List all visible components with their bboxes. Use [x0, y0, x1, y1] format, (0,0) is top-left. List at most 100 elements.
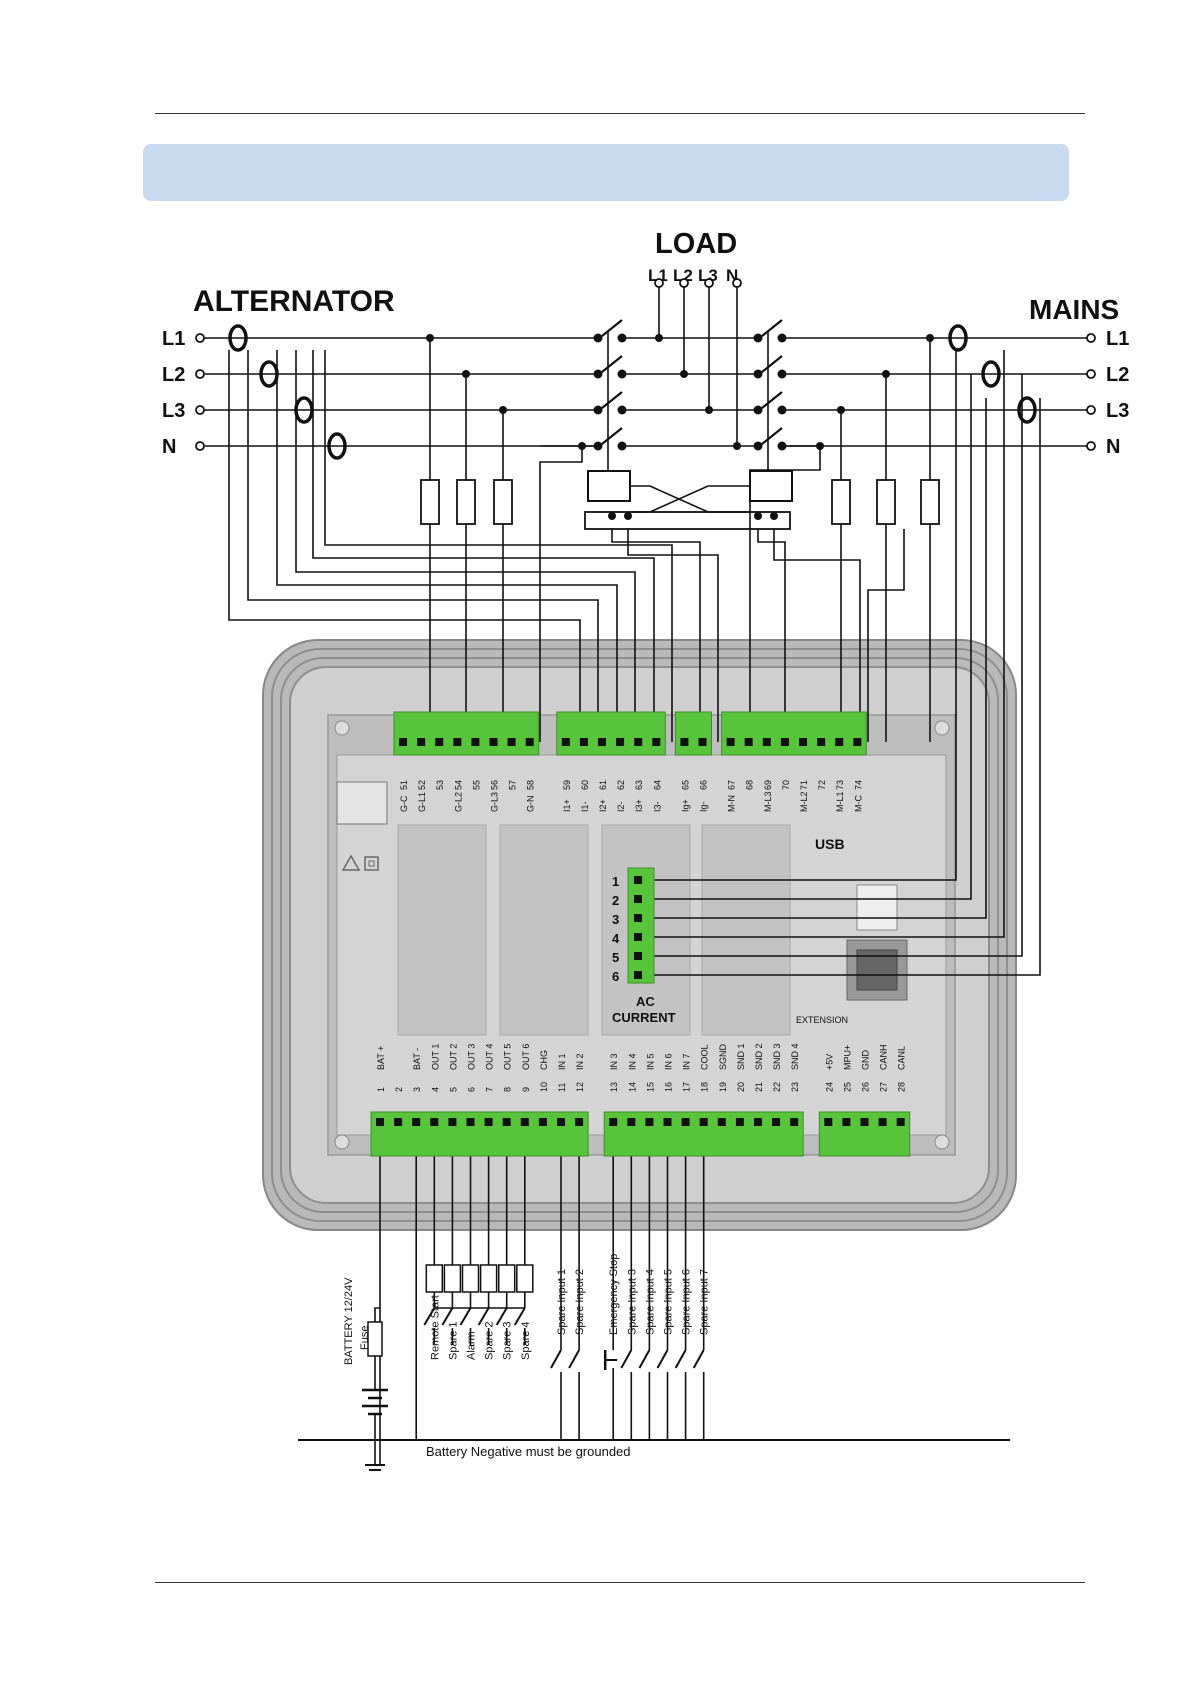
bottom-terminal-name: IN 1: [557, 1053, 567, 1070]
relay-coil: [443, 1264, 462, 1293]
output-switch-label: Spare 3: [502, 1321, 514, 1360]
input-switch: [692, 1349, 705, 1369]
top-terminal-number: 51: [399, 780, 409, 790]
bottom-terminal-name: +5V: [824, 1054, 834, 1070]
top-terminal-screw: [489, 738, 498, 746]
bottom-terminal-number: 9: [521, 1087, 531, 1092]
current-transformer: [259, 360, 279, 388]
top-terminal-number: 74: [853, 780, 863, 790]
usb-label: USB: [815, 836, 845, 852]
load-title: LOAD: [655, 228, 737, 260]
terminal-ring: [704, 278, 714, 288]
bottom-terminal-name: IN 6: [664, 1053, 674, 1070]
bottom-terminal-number: 12: [575, 1082, 585, 1092]
mc-contact: [753, 369, 763, 379]
bottom-terminal-screw: [824, 1118, 833, 1126]
section-banner: [143, 144, 1069, 201]
junction-dot: [770, 512, 778, 520]
wire: [867, 529, 905, 742]
mains-phase-label: L1: [1106, 328, 1129, 350]
fuse-m-l3: [831, 479, 851, 525]
ac-current-screw: [634, 876, 642, 884]
bottom-terminal-number: 27: [879, 1082, 889, 1092]
bottom-terminal-screw: [663, 1118, 672, 1126]
gc-blade: [601, 355, 623, 373]
bottom-terminal-screw: [681, 1118, 690, 1126]
ct-wire: [247, 350, 599, 742]
junction-dot: [499, 406, 507, 414]
ct-wire: [324, 350, 673, 742]
bottom-terminal-name: SND 2: [754, 1043, 764, 1070]
relay-coil: [516, 1264, 534, 1293]
bottom-terminal-name: OUT 6: [521, 1044, 531, 1070]
output-switch: [459, 1307, 472, 1326]
top-terminal-number: 72: [817, 780, 827, 790]
mc-contact: [777, 333, 787, 343]
gc-contact: [617, 405, 627, 415]
top-terminal-screw: [780, 738, 789, 746]
current-transformer: [981, 360, 1001, 388]
output-switch: [513, 1307, 526, 1326]
bottom-terminal-name: SND 4: [790, 1043, 800, 1070]
bottom-terminal-name: OUT 5: [503, 1044, 513, 1070]
current-transformer: [294, 396, 314, 424]
gc-contact: [593, 333, 603, 343]
bottom-terminal-name: OUT 1: [430, 1044, 440, 1070]
input-switch-label: Spare Input 3: [626, 1269, 638, 1335]
ac-current-pin-number: 1: [612, 874, 619, 889]
top-terminal-screw: [579, 738, 588, 746]
top-terminal-number: 70: [781, 780, 791, 790]
bottom-terminal-number: 2: [394, 1087, 404, 1092]
top-terminal-number: 54: [453, 780, 463, 790]
top-terminal-screw: [598, 738, 606, 746]
bottom-terminal-screw: [557, 1118, 565, 1126]
gc-contact: [617, 369, 627, 379]
extension-label: EXTENSION: [796, 1015, 848, 1025]
ac-current-pin-number: 6: [612, 969, 619, 984]
mains-title: MAINS: [1029, 294, 1119, 325]
bottom-terminal-number: 3: [412, 1087, 422, 1092]
top-terminal-name: M-L1: [835, 791, 845, 812]
gc-contact: [593, 405, 603, 415]
top-terminal-number: 63: [634, 780, 644, 790]
junction-dot: [462, 370, 470, 378]
top-terminal-name: I2-: [616, 801, 626, 812]
alt-phase-label: L2: [162, 364, 185, 386]
bottom-terminal-name: SND 1: [736, 1043, 746, 1070]
bottom-terminal-screw: [754, 1118, 762, 1126]
top-terminal-screw: [817, 738, 826, 746]
relay-coil: [425, 1264, 444, 1293]
bottom-terminal-screw: [790, 1118, 799, 1126]
bottom-terminal-block: [370, 1111, 589, 1157]
top-terminal-screw: [417, 738, 426, 746]
top-terminal-block: [556, 711, 666, 756]
ct-wire: [312, 350, 655, 742]
ct-wire: [295, 350, 636, 742]
terminal-ring: [195, 333, 205, 343]
top-terminal-screw: [507, 738, 516, 746]
coil-wire: [757, 529, 786, 742]
top-terminal-screw: [616, 738, 625, 746]
bottom-terminal-screw: [448, 1118, 457, 1126]
ct-secondary-wire: [642, 398, 1041, 976]
bottom-terminal-screw: [484, 1118, 493, 1126]
mc-coil: [749, 470, 793, 502]
top-terminal-name: M-L3: [763, 791, 773, 812]
top-terminal-name: I1-: [580, 801, 590, 812]
ct-secondary-wire: [642, 398, 987, 919]
top-terminal-number: 60: [580, 780, 590, 790]
current-transformer: [1017, 396, 1037, 424]
ct-secondary-wire: [642, 350, 1005, 938]
junction-dot: [754, 512, 762, 520]
junction-dot: [608, 512, 616, 520]
bottom-terminal-name: IN 4: [627, 1053, 637, 1070]
top-terminal-name: I3-: [652, 801, 662, 812]
bottom-terminal-screw: [376, 1118, 384, 1126]
bottom-terminal-number: 8: [503, 1087, 513, 1092]
bottom-terminal-name: COOL: [700, 1044, 710, 1070]
top-terminal-name: M-C: [853, 795, 863, 812]
relay-coil: [461, 1264, 480, 1293]
bottom-terminal-number: 15: [645, 1082, 655, 1092]
bottom-terminal-number: 18: [700, 1082, 710, 1092]
top-terminal-screw: [435, 738, 444, 746]
